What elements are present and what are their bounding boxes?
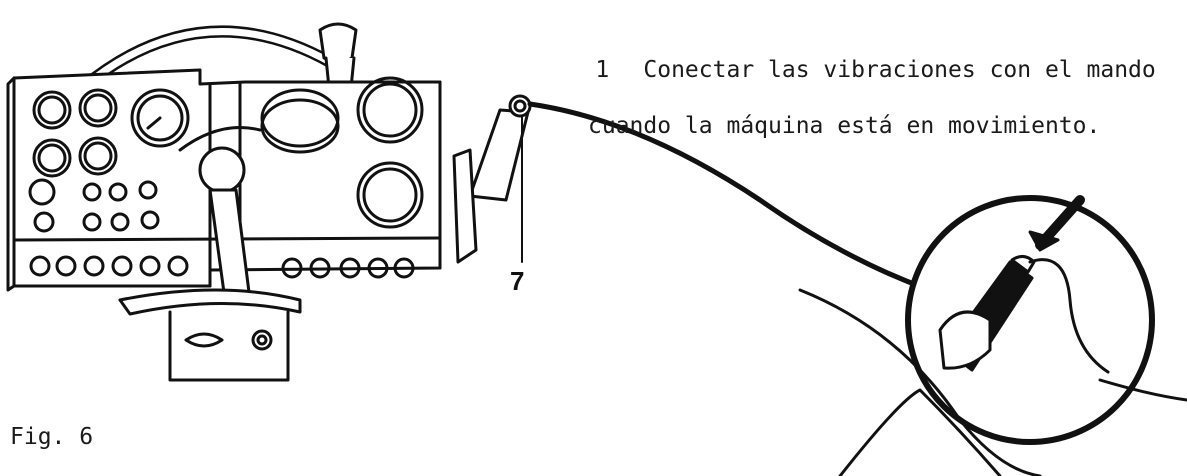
instruction-text: 1 Conectar las vibraciones con el mando c… (540, 28, 1156, 196)
figure-label: Fig. 6 (10, 424, 94, 450)
instruction-line-1: Conectar las vibraciones con el mando (643, 57, 1156, 83)
callout-label: 7 (510, 266, 525, 296)
instruction-number: 1 (595, 57, 610, 83)
instruction-line-2: cuando la máquina está en movimiento. (588, 113, 1101, 139)
